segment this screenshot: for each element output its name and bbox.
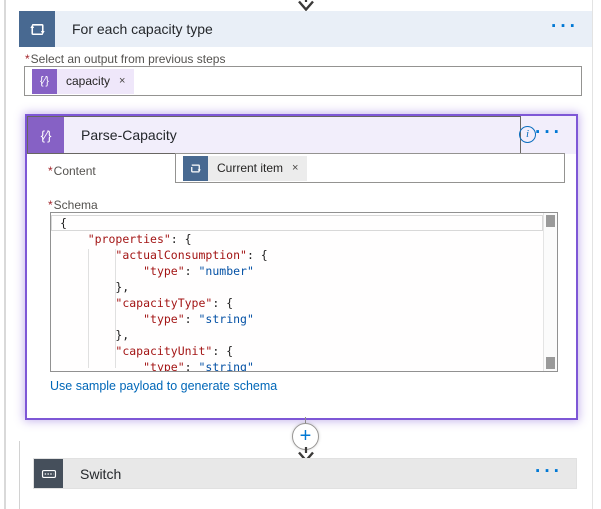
indent-guide: [115, 249, 117, 368]
current-item-token-label: Current item: [217, 161, 284, 175]
schema-scrollbar[interactable]: [543, 213, 557, 371]
required-asterisk: *: [25, 52, 30, 66]
output-field-label: *Select an output from previous steps: [25, 52, 226, 66]
output-select-input[interactable]: {∕} capacity ×: [24, 66, 582, 96]
generate-schema-link[interactable]: Use sample payload to generate schema: [50, 379, 278, 393]
foreach-title: For each capacity type: [72, 21, 213, 37]
insert-step-plus-button[interactable]: +: [292, 423, 319, 450]
current-item-loop-icon: [183, 155, 208, 181]
foreach-menu-button[interactable]: ···: [551, 16, 579, 37]
switch-icon: [34, 459, 63, 488]
content-input[interactable]: Current item ×: [175, 153, 565, 183]
parse-capacity-title: Parse-Capacity: [81, 127, 177, 143]
parse-menu-button[interactable]: ···: [535, 122, 563, 143]
current-item-token[interactable]: Current item ×: [183, 155, 308, 181]
switch-title: Switch: [80, 465, 122, 482]
schema-code-editor[interactable]: { "properties": { "actualConsumption": {…: [50, 212, 558, 372]
connector-stem: [305, 417, 306, 424]
parse-capacity-title-box[interactable]: {∕} Parse-Capacity: [27, 116, 521, 154]
switch-menu-button[interactable]: ···: [535, 460, 563, 482]
parse-capacity-card[interactable]: {∕} Parse-Capacity i ··· *Content Curren…: [25, 114, 578, 420]
content-field-label: *Content: [48, 164, 96, 178]
switch-card-header[interactable]: Switch ···: [33, 458, 577, 489]
scrollbar-thumb-top[interactable]: [546, 215, 555, 227]
capacity-token[interactable]: {∕} capacity ×: [32, 68, 135, 94]
indent-guide: [87, 249, 89, 368]
parse-capacity-header: {∕} Parse-Capacity i ···: [27, 116, 576, 154]
dynamic-content-icon: {∕}: [32, 68, 57, 94]
canvas-right-edge: [592, 0, 593, 509]
canvas-left-edge: [4, 0, 6, 509]
apply-to-each-loop-icon: [19, 11, 55, 47]
capacity-token-label: capacity: [66, 74, 111, 88]
current-item-token-remove-icon[interactable]: ×: [292, 162, 299, 174]
scope-container-left-border: [19, 441, 20, 509]
schema-code: { "properties": { "actualConsumption": {…: [51, 215, 543, 371]
schema-field-label: *Schema: [48, 198, 98, 212]
parse-json-icon: {∕}: [28, 117, 64, 153]
capacity-token-remove-icon[interactable]: ×: [119, 75, 126, 87]
foreach-card-header[interactable]: For each capacity type ···: [19, 11, 592, 47]
scrollbar-thumb-bottom[interactable]: [546, 357, 555, 369]
info-icon[interactable]: i: [519, 126, 536, 143]
connector-down-arrow-icon: [298, 0, 314, 12]
